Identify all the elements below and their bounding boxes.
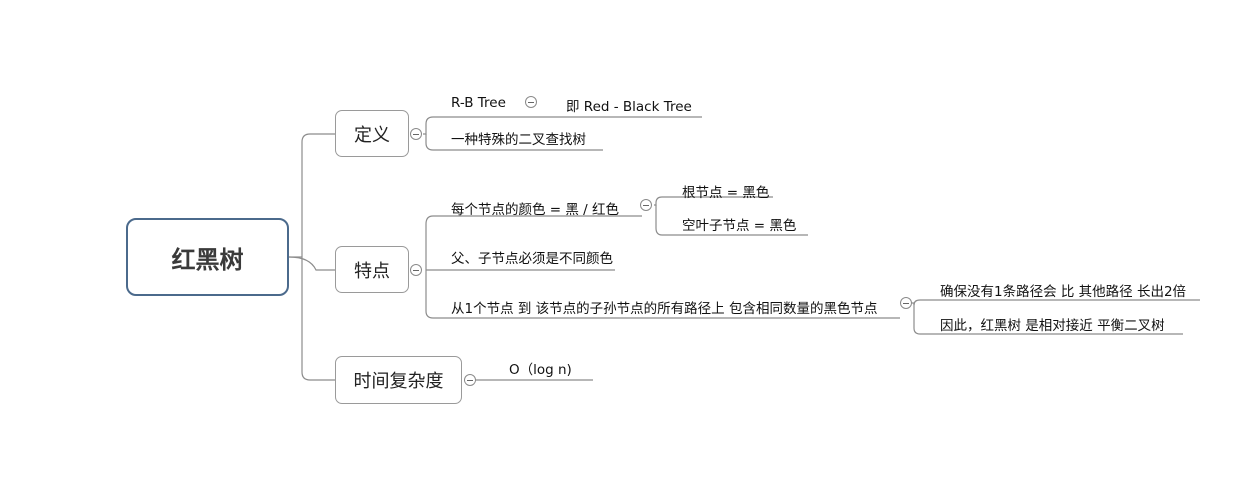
node-features-label: 特点 bbox=[354, 260, 390, 282]
root-node[interactable]: 红黑树 bbox=[126, 218, 289, 296]
root-label: 红黑树 bbox=[171, 245, 244, 274]
collapse-color-rule-icon[interactable] bbox=[640, 199, 652, 211]
leaf-nil-black[interactable]: 空叶子节点 = 黑色 bbox=[682, 218, 797, 234]
node-definition[interactable]: 定义 bbox=[335, 110, 409, 157]
leaf-no-path-double[interactable]: 确保没有1条路径会 比 其他路径 长出2倍 bbox=[940, 284, 1187, 300]
collapse-black-count-icon[interactable] bbox=[900, 297, 912, 309]
node-complexity[interactable]: 时间复杂度 bbox=[335, 356, 462, 404]
leaf-special-bst[interactable]: 一种特殊的二叉查找树 bbox=[451, 132, 586, 148]
node-complexity-label: 时间复杂度 bbox=[353, 371, 444, 392]
leaf-rb-tree[interactable]: R-B Tree bbox=[451, 95, 506, 111]
leaf-root-black[interactable]: 根节点 = 黑色 bbox=[682, 185, 770, 201]
collapse-complexity-icon[interactable] bbox=[464, 374, 476, 386]
collapse-definition-icon[interactable] bbox=[410, 128, 422, 140]
collapse-features-icon[interactable] bbox=[410, 264, 422, 276]
node-definition-label: 定义 bbox=[354, 124, 390, 146]
leaf-nearly-balanced[interactable]: 因此，红黑树 是相对接近 平衡二叉树 bbox=[940, 318, 1165, 334]
node-features[interactable]: 特点 bbox=[335, 246, 409, 293]
collapse-rb-tree-icon[interactable] bbox=[525, 96, 537, 108]
leaf-color-rule[interactable]: 每个节点的颜色 = 黑 / 红色 bbox=[451, 202, 620, 218]
leaf-black-count[interactable]: 从1个节点 到 该节点的子孙节点的所有路径上 包含相同数量的黑色节点 bbox=[451, 301, 878, 317]
leaf-complexity-value[interactable]: O（log n) bbox=[509, 362, 572, 378]
leaf-parent-child-color[interactable]: 父、子节点必须是不同颜色 bbox=[451, 251, 613, 267]
leaf-rb-full-name[interactable]: 即 Red - Black Tree bbox=[566, 99, 692, 115]
